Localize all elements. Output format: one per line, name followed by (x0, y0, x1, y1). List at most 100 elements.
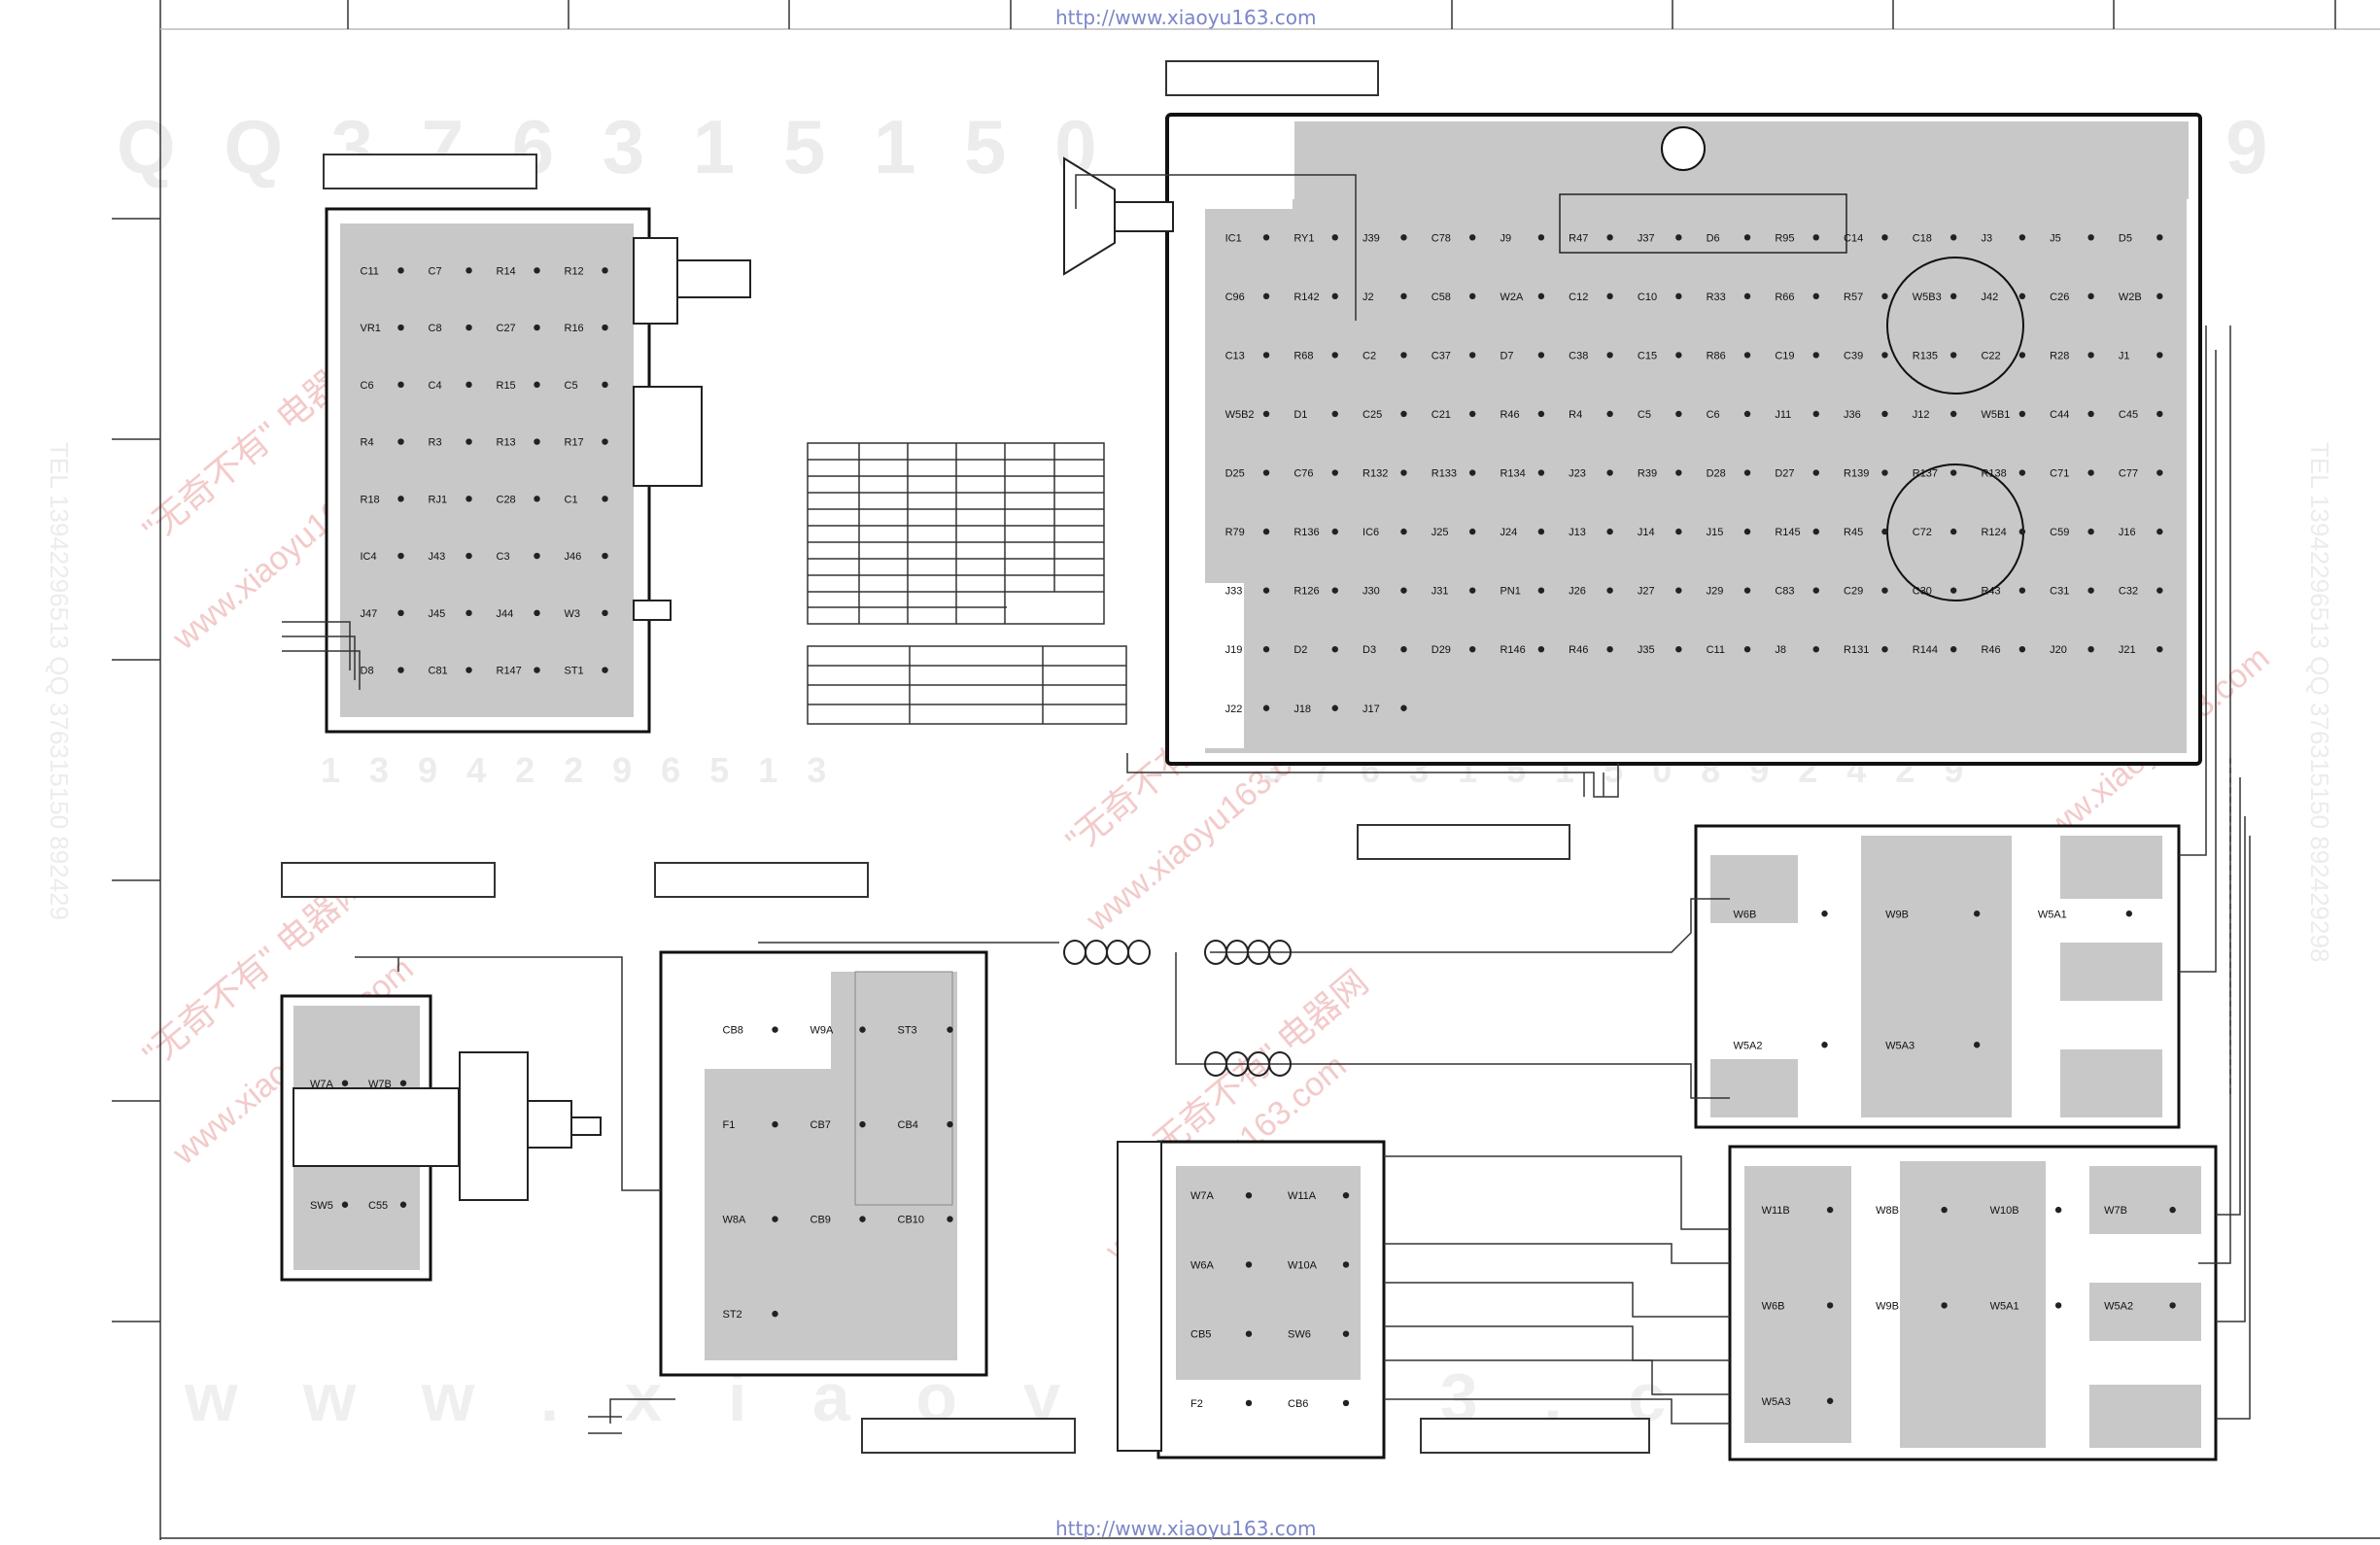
component-label: R86 (1707, 350, 1726, 361)
component-label: R46 (1569, 644, 1588, 656)
solder-pad (1468, 410, 1476, 418)
solder-pad (1537, 352, 1545, 359)
component-label: ST1 (565, 666, 584, 677)
component-label: R33 (1707, 292, 1726, 303)
solder-pad (1826, 1206, 1834, 1214)
solder-pad (2156, 587, 2163, 594)
component-label: W5A1 (1990, 1300, 2019, 1312)
component-label: CB5 (1190, 1329, 1211, 1341)
watermark-middle-row-left: 1 3 9 4 2 2 9 6 5 1 3 (321, 750, 836, 790)
solder-pad (2018, 587, 2026, 594)
component-label: ST3 (898, 1025, 917, 1037)
component-label: W9B (1876, 1300, 1899, 1312)
component-label: C11 (1707, 644, 1725, 656)
component-label: W5A3 (1885, 1040, 1914, 1051)
solder-pad (1743, 292, 1751, 300)
solder-pad (1400, 587, 1407, 594)
solder-pad (1812, 645, 1819, 653)
component-label: J21 (2119, 644, 2136, 656)
copper-headphone (340, 223, 634, 717)
component-label: R39 (1638, 468, 1657, 480)
component-label: C5 (565, 380, 578, 392)
component-label: C58 (1431, 292, 1451, 303)
component-label: J3 (1981, 232, 1992, 244)
solder-pad (602, 552, 608, 560)
solder-pad (1537, 587, 1545, 594)
component-label: J5 (2050, 232, 2061, 244)
component-label: CB9 (811, 1215, 831, 1226)
wire-twist (1085, 940, 1108, 965)
component-label: R137 (1913, 468, 1938, 480)
component-label: C72 (1913, 527, 1932, 538)
component-label: J42 (1981, 292, 1998, 303)
component-label: W6B (1762, 1300, 1785, 1312)
solder-pad (1245, 1261, 1253, 1268)
solder-pad (772, 1310, 778, 1318)
component-pads (341, 234, 2176, 1407)
solder-pad (1606, 469, 1613, 476)
solder-pad (2087, 234, 2094, 241)
component-label: J1 (2119, 350, 2130, 361)
solder-pad (534, 552, 540, 560)
solder-pad (1331, 469, 1338, 476)
solder-pad (1743, 234, 1751, 241)
solder-pad (1949, 528, 1957, 535)
solder-pad (1606, 410, 1613, 418)
component-label: R79 (1225, 527, 1245, 538)
solder-pad (2054, 1302, 2062, 1309)
component-label: PN1 (1500, 586, 1520, 598)
component-label: C31 (2050, 586, 2069, 598)
solder-pad (2018, 292, 2026, 300)
component-label: CB10 (898, 1215, 925, 1226)
solder-pad (1743, 587, 1751, 594)
component-label: J8 (1775, 644, 1786, 656)
solder-pad (534, 324, 540, 331)
component-label: C26 (2050, 292, 2069, 303)
solder-pad (2156, 234, 2163, 241)
solder-pad (1606, 352, 1613, 359)
component-label: C1 (565, 494, 578, 505)
solder-pad (859, 1216, 866, 1222)
component-label: IC6 (1362, 527, 1379, 538)
component-label: C10 (1638, 292, 1657, 303)
solder-pad (1468, 469, 1476, 476)
solder-pad (1675, 645, 1682, 653)
solder-pad (947, 1026, 953, 1033)
source-url-bottom[interactable]: http://www.xiaoyu163.com (1055, 1517, 1317, 1540)
component-label: R16 (565, 323, 584, 334)
component-label: F2 (1190, 1398, 1203, 1410)
solder-pad (1941, 1302, 1948, 1309)
component-label: J15 (1707, 527, 1724, 538)
component-label: D5 (2119, 232, 2132, 244)
solder-pad (466, 267, 472, 274)
component-label: J18 (1293, 704, 1311, 715)
component-label: J29 (1707, 586, 1724, 598)
component-label: C6 (1707, 409, 1720, 421)
component-label: W7B (368, 1079, 392, 1090)
component-label: C13 (1225, 350, 1245, 361)
solder-pad (2156, 352, 2163, 359)
solder-pad (397, 496, 404, 502)
component-label: SW6 (1288, 1329, 1311, 1341)
solder-pad (534, 496, 540, 502)
solder-pad (1881, 234, 1888, 241)
component-label: R4 (361, 437, 374, 449)
solder-pad (1941, 1206, 1948, 1214)
source-url-top[interactable]: http://www.xiaoyu163.com (1055, 6, 1317, 29)
component-label: R139 (1844, 468, 1869, 480)
solder-pad (1826, 1302, 1834, 1309)
solder-pad (466, 496, 472, 502)
component-label: W2B (2119, 292, 2142, 303)
solder-pad (534, 438, 540, 445)
component-label: C30 (1913, 586, 1932, 598)
component-label: R45 (1844, 527, 1863, 538)
wire-twist (1127, 940, 1151, 965)
solder-pad (1342, 1261, 1350, 1268)
solder-pad (1743, 528, 1751, 535)
component-label: C25 (1362, 409, 1382, 421)
solder-pad (466, 381, 472, 389)
component-label: W2A (1500, 292, 1524, 303)
component-label: J2 (1362, 292, 1374, 303)
solder-pad (534, 609, 540, 617)
solder-pad (1262, 528, 1270, 535)
